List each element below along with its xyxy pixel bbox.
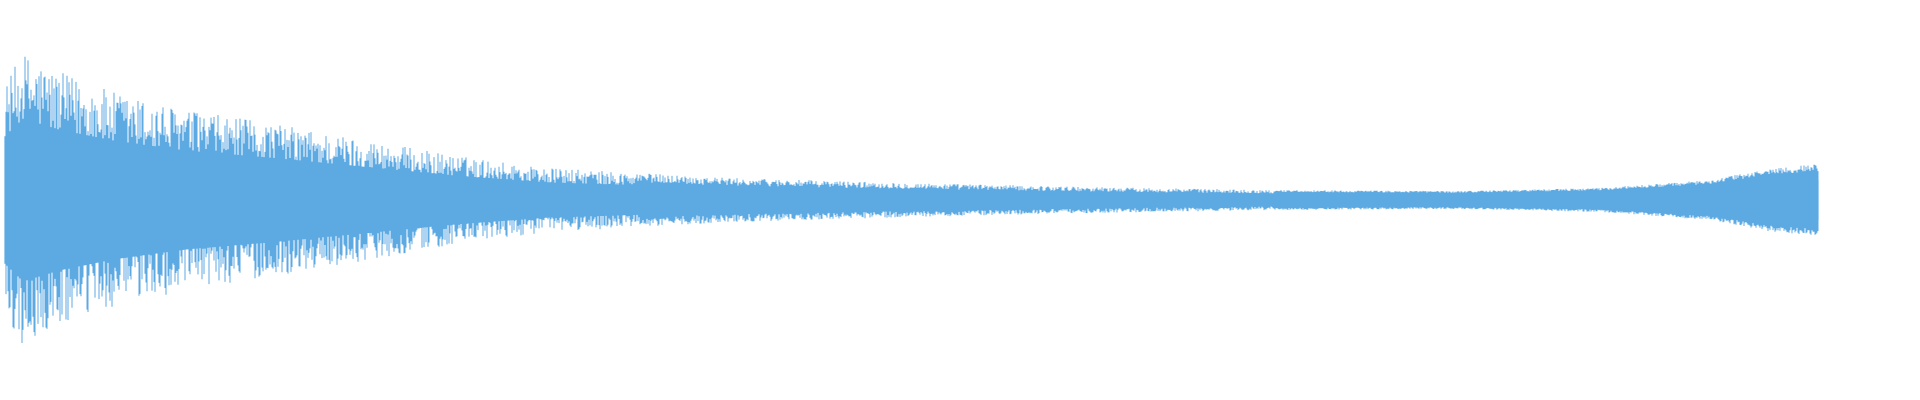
waveform-samples: [4, 56, 1819, 343]
waveform-body: [4, 118, 1819, 282]
